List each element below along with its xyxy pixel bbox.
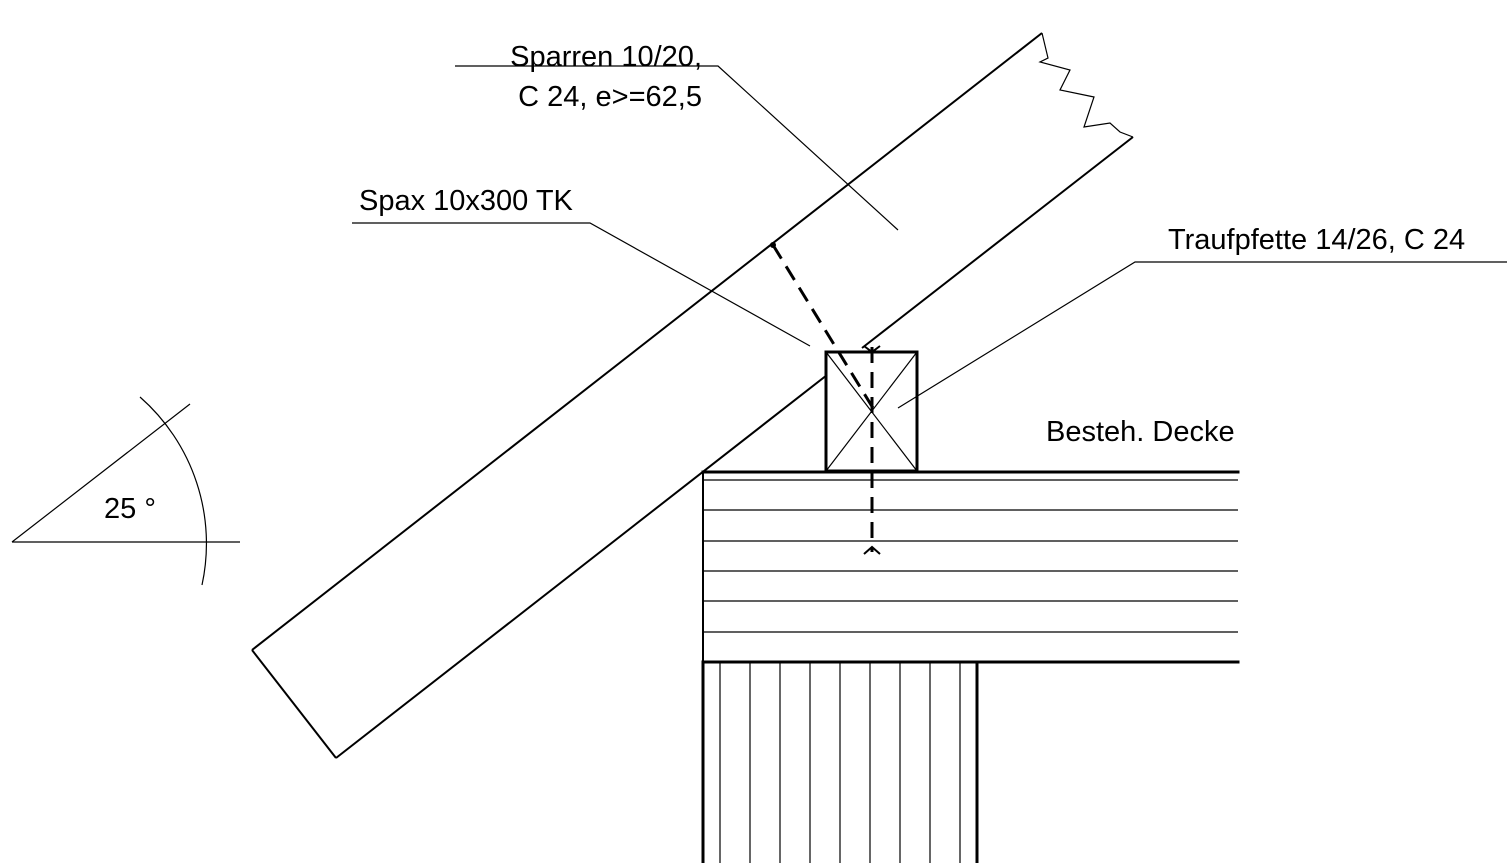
screw-bottom-mark bbox=[863, 545, 881, 555]
rafter-break-line bbox=[1038, 32, 1134, 138]
leader-rafter bbox=[455, 65, 899, 231]
angle-indicator bbox=[11, 396, 240, 586]
wall-hatch-lines bbox=[719, 662, 961, 863]
label-screw: Spax 10x300 TK bbox=[359, 185, 574, 217]
screw-head-inclined bbox=[770, 242, 776, 248]
rafter bbox=[251, 32, 1134, 759]
angle-slope-line bbox=[11, 403, 191, 543]
screw-inclined bbox=[771, 244, 875, 409]
leader-screw bbox=[352, 222, 811, 347]
label-ceiling: Besteh. Decke bbox=[1046, 416, 1235, 448]
rafter-end-cut bbox=[251, 649, 337, 759]
label-rafter-line2: C 24, e>=62,5 bbox=[518, 81, 702, 113]
label-rafter-line1: Sparren 10/20, bbox=[510, 41, 702, 73]
rafter-top-edge bbox=[251, 32, 1043, 651]
rafter-bottom-edge-upper bbox=[861, 136, 1134, 349]
rafter-bottom-edge-lower bbox=[335, 374, 828, 759]
label-angle: 25 ° bbox=[104, 493, 156, 525]
label-purlin: Traufpfette 14/26, C 24 bbox=[1168, 224, 1465, 256]
screws bbox=[770, 242, 881, 555]
existing-ceiling bbox=[701, 470, 1240, 863]
screw-top-mark bbox=[863, 345, 881, 354]
ceiling-layer-lines bbox=[703, 479, 1238, 633]
angle-arc bbox=[139, 396, 207, 586]
leader-lines bbox=[352, 65, 1507, 409]
leader-purlin bbox=[897, 261, 1507, 409]
wall bbox=[701, 660, 979, 863]
